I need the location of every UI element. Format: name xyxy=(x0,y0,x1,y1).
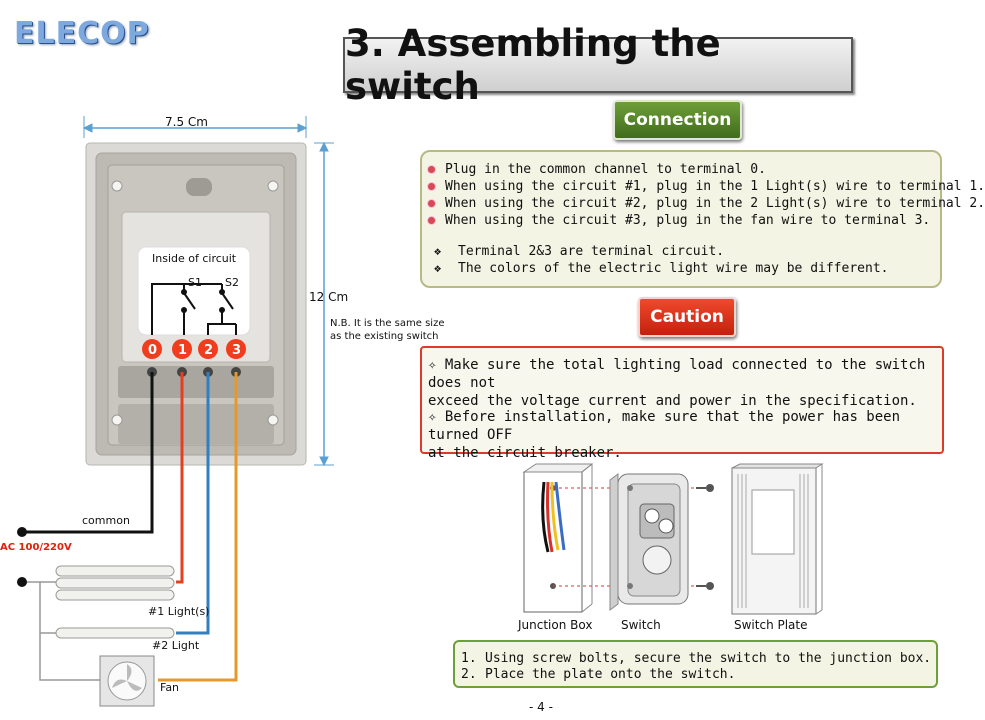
width-dimension xyxy=(82,116,308,138)
terminal-0: 0 xyxy=(142,339,162,359)
lamp-2 xyxy=(55,627,175,639)
ac-source-terminal xyxy=(17,527,27,537)
assembly-step: 2.Place the plate onto the switch. xyxy=(461,667,736,682)
connection-bullet: When using the circuit #2, plug in the 2… xyxy=(428,196,985,211)
page-number: - 4 - xyxy=(529,700,553,714)
junction-box-label: Junction Box xyxy=(517,618,592,632)
switch-plate-label: Switch Plate xyxy=(734,618,808,632)
svg-text:1: 1 xyxy=(178,343,187,358)
svg-text:3: 3 xyxy=(232,343,241,358)
assembly-steps-box: 1.Using screw bolts, secure the switch t… xyxy=(453,640,938,688)
connection-note: ❖The colors of the electric light wire m… xyxy=(434,261,889,276)
connection-bullet: When using the circuit #3, plug in the f… xyxy=(428,213,930,228)
terminal-1: 1 xyxy=(172,339,192,359)
inside-circuit-label: Inside of circuit xyxy=(152,252,237,265)
height-dimension xyxy=(314,141,334,467)
inside-circuit: Inside of circuit S1 S2 xyxy=(137,246,251,336)
brand-logo: ELECOP xyxy=(14,16,150,51)
page-title-box: 3. Assembling the switch xyxy=(343,22,853,108)
svg-text:2: 2 xyxy=(204,343,213,358)
switch-label-s1: S1 xyxy=(188,276,202,289)
fan-icon xyxy=(99,655,155,707)
connection-box: Plug in the common channel to terminal 0… xyxy=(420,150,985,288)
caution-label: Caution xyxy=(638,297,736,337)
switch-label: Switch xyxy=(621,618,661,632)
junction-box-drawing xyxy=(522,463,594,613)
nb-note-line1: N.B. It is the same size xyxy=(330,318,444,329)
assembly-illustration: Junction Box Switch Switch Plate xyxy=(517,463,824,632)
wire-fan xyxy=(158,372,238,682)
caution-item: ✧ Make sure the total lighting load conn… xyxy=(428,357,926,409)
assembly-step: 1.Using screw bolts, secure the switch t… xyxy=(461,651,932,666)
wire-light1 xyxy=(176,372,184,584)
ac-source-terminal xyxy=(17,577,27,587)
switch-plate-drawing xyxy=(731,463,824,615)
connection-bullet: Plug in the common channel to terminal 0… xyxy=(428,162,766,177)
connection-bullet: When using the circuit #1, plug in the 1… xyxy=(428,179,985,194)
svg-text:0: 0 xyxy=(148,343,157,358)
caution-box: ✧ Make sure the total lighting load conn… xyxy=(420,346,944,461)
nb-note-line2: as the existing switch xyxy=(330,331,438,342)
screw-icon xyxy=(696,484,714,492)
switch-label-s2: S2 xyxy=(225,276,239,289)
screw-icon xyxy=(696,582,714,590)
light1-label: #1 Light(s) xyxy=(148,605,209,618)
connection-note: ❖Terminal 2&3 are terminal circuit. xyxy=(434,244,725,259)
light2-label: #2 Light xyxy=(152,639,200,652)
wire-common xyxy=(22,372,154,534)
fan-label: Fan xyxy=(160,681,179,694)
caution-item: ✧ Before installation, make sure that th… xyxy=(428,409,901,461)
terminal-2: 2 xyxy=(198,339,218,359)
terminals: 0 1 2 3 xyxy=(142,339,246,377)
terminal-3: 3 xyxy=(226,339,246,359)
width-label: 7.5 Cm xyxy=(165,115,208,129)
wiring-diagram: Inside of circuit S1 S2 0 1 xyxy=(0,115,444,707)
page-title: 3. Assembling the switch xyxy=(345,22,721,108)
ac-voltage-label: AC 100/220V xyxy=(0,542,72,553)
common-label: common xyxy=(82,514,130,527)
switch-drawing xyxy=(609,473,689,611)
height-label: 12 Cm xyxy=(309,290,348,304)
wire-light2 xyxy=(176,372,210,635)
lamp-group-1 xyxy=(55,565,175,601)
connection-label: Connection xyxy=(613,100,742,140)
